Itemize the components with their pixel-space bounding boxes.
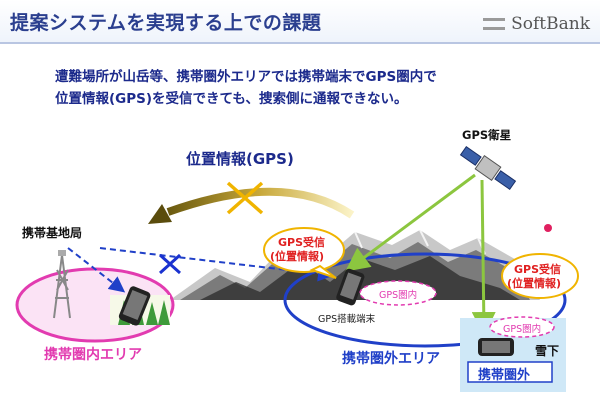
- location-info-label: 位置情報(GPS): [186, 150, 294, 168]
- arc-arrowhead: [148, 204, 172, 224]
- gps-zone-1-shape: [359, 280, 437, 306]
- gps-receive-label-1: GPS受信: [278, 236, 326, 249]
- gps-satellite-icon: [459, 146, 517, 190]
- gps-zone-label-1: GPS圏内: [379, 290, 418, 301]
- brand-logo: SoftBank: [483, 14, 590, 34]
- gps-receive-sub-1: (位置情報): [270, 250, 325, 263]
- under-snow-label: 雪下: [535, 344, 560, 358]
- softbank-logo-icon: [483, 18, 506, 30]
- out-area-label: 携帯圏外エリア: [342, 351, 440, 367]
- gps-zone-2-shape: [489, 316, 555, 338]
- gps-satellite-label: GPS衛星: [462, 128, 512, 142]
- snow-phone-icon: [478, 338, 514, 356]
- in-area-label: 携帯圏内エリア: [44, 347, 142, 363]
- base-to-phone-arrow: [67, 247, 126, 293]
- location-info-arc-arrow: [166, 187, 355, 219]
- pointer-dot: [544, 224, 552, 232]
- gps-receive-bubble-1: [263, 227, 345, 279]
- base-station-tower-icon: [53, 250, 71, 319]
- yellow-x-icon: [226, 181, 264, 215]
- slide-title: 提案システムを実現する上での課題: [10, 12, 322, 34]
- lead-text: 遭難場所が山岳等、携帯圏外エリアでは携帯端末でGPS圏内で 位置情報(GPS)を…: [55, 66, 437, 110]
- title-divider: [0, 42, 600, 44]
- base-station-label: 携帯基地局: [22, 226, 83, 240]
- out-of-range-label: 携帯圏外: [478, 368, 531, 383]
- lead-line-1: 遭難場所が山岳等、携帯圏外エリアでは携帯端末でGPS圏内で: [55, 69, 437, 85]
- brand-name: SoftBank: [511, 14, 590, 34]
- lead-line-2: 位置情報(GPS)を受信できても、捜索側に通報できない。: [55, 91, 408, 107]
- gps-zone-label-2: GPS圏内: [503, 324, 542, 335]
- blue-x-icon: [158, 253, 182, 275]
- title-bar: 提案システムを実現する上での課題 SoftBank: [0, 0, 600, 44]
- in-area-phone-icon: [118, 286, 151, 326]
- satellite-to-snow-arrow: [471, 179, 496, 336]
- gps-terminal-label: GPS搭載端末: [318, 314, 376, 325]
- mountain-phone-icon: [336, 268, 365, 306]
- gps-receive-bubble-2: [501, 253, 579, 299]
- satellite-to-phone-arrow: [345, 173, 476, 272]
- gps-receive-label-2: GPS受信: [514, 263, 562, 276]
- gps-receive-sub-2: (位置情報): [507, 277, 562, 290]
- out-area-ellipse: [283, 252, 567, 348]
- out-of-range-box: [467, 361, 553, 383]
